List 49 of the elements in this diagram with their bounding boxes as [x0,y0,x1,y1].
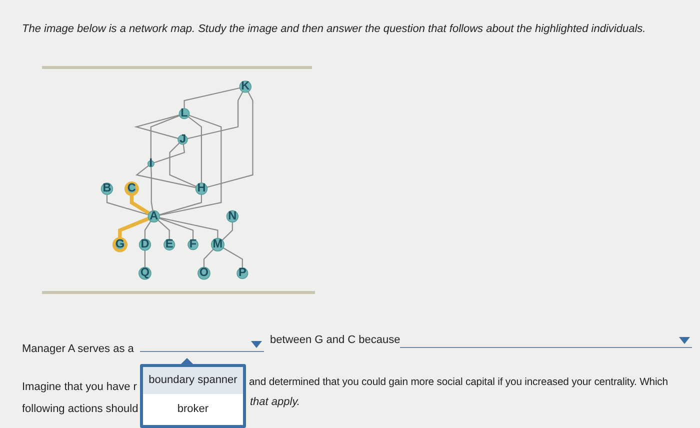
connector [130,194,150,215]
question-text: and determined that you could gain more social capital if you increased your centrality. Which [249,377,668,388]
connector [106,194,149,216]
connector [188,116,202,184]
menu-option: broker [143,396,243,423]
node-circle: J [178,134,188,145]
question-text: Imagine that you have r [22,381,137,393]
node-circle: B [100,182,114,195]
instruction-text: The image below is a network map. Study the image and then answer the question that follows about the highlighted individuals. [22,23,646,35]
connector [144,250,146,268]
node-circle: L [178,108,190,120]
connector [144,220,152,239]
question-text: between G and C because [270,334,400,346]
connector [154,144,186,164]
node-circle: O [198,266,210,280]
connector [169,142,196,187]
connector [118,216,150,239]
connector [159,217,218,238]
node-circle: M [210,238,224,252]
connector [158,220,170,240]
connector [184,87,240,109]
connector [159,194,202,216]
question-text: that apply. [250,396,300,408]
node-circle: P [236,268,248,280]
node-circle [147,160,154,168]
connector [150,166,154,211]
node-circle: Q [138,266,152,280]
connector [159,114,222,216]
node-circle: N [226,210,239,222]
node-circle: F [188,239,198,250]
node-circle: E [164,238,176,250]
node-circle: C [124,182,139,196]
connector [222,222,233,241]
connector [159,218,194,240]
question-text: Manager A serves as a [22,343,134,355]
connector [206,92,254,188]
node-circle: A [148,210,160,222]
connector [187,92,244,140]
node-circle: H [195,182,208,195]
node-circle: D [138,238,152,251]
connector [203,248,214,268]
connector [150,115,180,161]
node-circle: K [239,80,252,93]
question-text: following actions should [22,403,138,415]
connector [222,247,243,268]
node-circle: G [112,237,128,252]
connector [135,165,196,188]
menu-option: boundary spanner [143,367,243,394]
node-label: I [149,157,153,170]
